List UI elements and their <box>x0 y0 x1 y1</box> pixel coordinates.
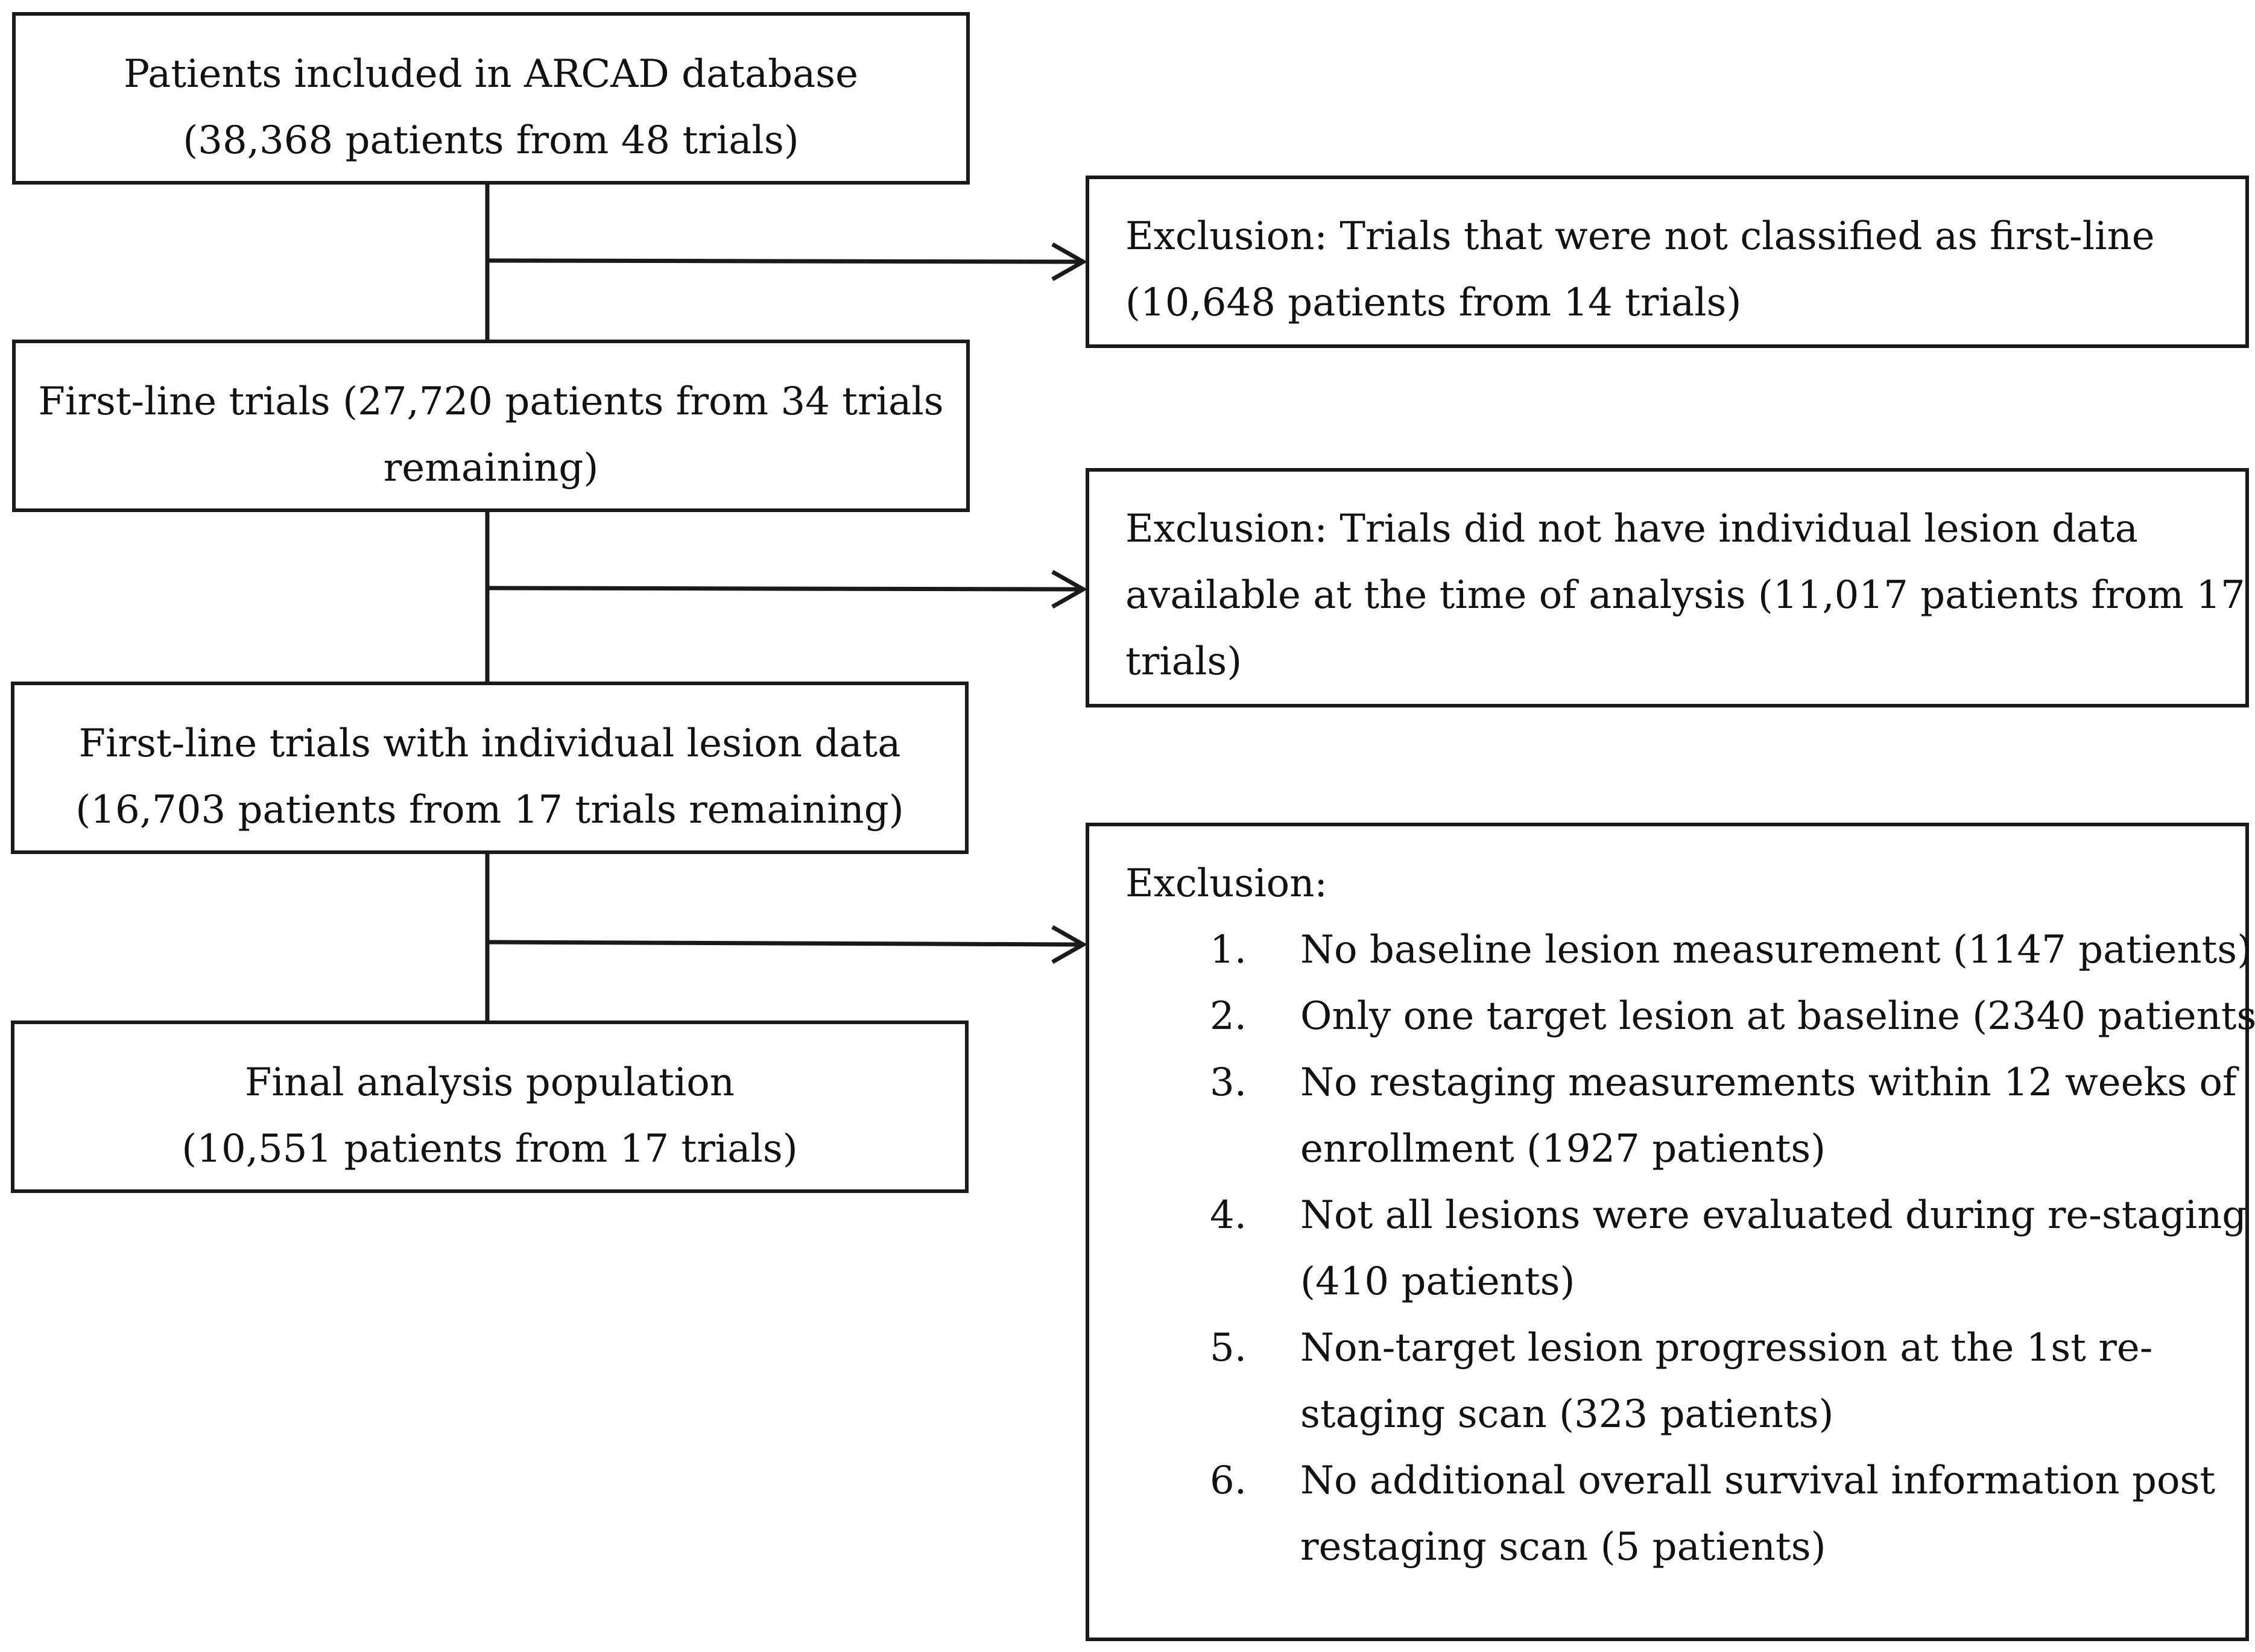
exclusion-criteria-text: enrollment (1927 patients) <box>1300 1127 1826 1171</box>
exclusion-criteria-item: 1. No baseline lesion measurement (1147 … <box>1125 917 2253 983</box>
exclusion-box-not-first-line: Exclusion: Trials that were not classifi… <box>1086 176 2249 348</box>
exclusion-criteria-item: 3. No restaging measurements within 12 w… <box>1125 1049 2245 1182</box>
exclusion-criteria-text: Not all lesions were evaluated during re… <box>1300 1193 2247 1238</box>
exclusion-criteria-number: 2. <box>1210 994 1247 1039</box>
exclusion-criteria-text: (410 patients) <box>1300 1259 1575 1304</box>
exclusion-criteria-item: 2. Only one target lesion at baseline (2… <box>1125 983 2255 1049</box>
flow-box-included: Patients included in ARCAD database (38,… <box>12 12 970 185</box>
exclusion-criteria-text: restaging scan (5 patients) <box>1300 1525 1826 1569</box>
flow-box-first-line-line-1: First-line trials (27,720 patients from … <box>38 379 944 424</box>
exclusion-box-not-first-line-line-2: (10,648 patients from 14 trials) <box>1125 280 1742 325</box>
exclusion-box-no-lesion-data-line-3: trials) <box>1125 639 1242 684</box>
arrow-shaft-1 <box>487 258 1080 264</box>
flow-box-lesion-data-line-1: First-line trials with individual lesion… <box>78 721 901 766</box>
flow-box-lesion-data: First-line trials with individual lesion… <box>11 682 969 854</box>
exclusion-criteria-text: Non-target lesion progression at the 1st… <box>1300 1326 2153 1370</box>
exclusion-criteria-number: 5. <box>1210 1326 1247 1370</box>
exclusion-criteria-text: Only one target lesion at baseline (2340… <box>1300 994 2255 1039</box>
arrow-head-3 <box>1051 925 1088 964</box>
arrow-head-2 <box>1051 569 1088 609</box>
exclusion-criteria-heading: Exclusion: <box>1125 861 1327 906</box>
flow-box-included-line-1: Patients included in ARCAD database <box>123 52 859 97</box>
flow-box-lesion-data-line-2: (16,703 patients from 17 trials remainin… <box>75 788 904 832</box>
exclusion-box-no-lesion-data-line-1: Exclusion: Trials did not have individua… <box>1125 507 2138 551</box>
exclusion-box-no-lesion-data-line-2: available at the time of analysis (11,01… <box>1125 573 2245 618</box>
arrow-shaft-3 <box>487 940 1080 947</box>
flow-box-first-line-line-2: remaining) <box>383 446 599 490</box>
exclusion-criteria-item: 6. No additional overall survival inform… <box>1125 1448 2245 1580</box>
flow-box-first-line: First-line trials (27,720 patients from … <box>12 340 970 512</box>
exclusion-criteria-number: 6. <box>1210 1458 1247 1503</box>
flow-box-final-population: Final analysis population (10,551 patien… <box>11 1021 969 1193</box>
exclusion-criteria-item: 5. Non-target lesion progression at the … <box>1125 1315 2245 1448</box>
exclusion-criteria-text: No additional overall survival informati… <box>1300 1458 2216 1503</box>
flow-box-included-line-2: (38,368 patients from 48 trials) <box>183 118 799 163</box>
exclusion-box-no-lesion-data: Exclusion: Trials did not have individua… <box>1086 468 2249 707</box>
exclusion-criteria-number: 4. <box>1210 1193 1247 1238</box>
exclusion-criteria-list: 1. No baseline lesion measurement (1147 … <box>1125 917 2255 1580</box>
flow-box-final-population-line-2: (10,551 patients from 17 trials) <box>182 1127 798 1171</box>
exclusion-criteria-number: 3. <box>1210 1060 1247 1105</box>
exclusion-criteria-text: staging scan (323 patients) <box>1300 1392 1834 1437</box>
arrow-shaft-2 <box>487 586 1080 592</box>
exclusion-criteria-text: No baseline lesion measurement (1147 pat… <box>1300 928 2253 972</box>
exclusion-criteria-item: 4. Not all lesions were evaluated during… <box>1125 1182 2247 1315</box>
exclusion-box-not-first-line-line-1: Exclusion: Trials that were not classifi… <box>1125 214 2155 259</box>
arrow-head-1 <box>1051 242 1088 282</box>
exclusion-criteria-number: 1. <box>1210 928 1247 972</box>
exclusion-box-criteria: Exclusion: 1. No baseline lesion measure… <box>1086 823 2255 1641</box>
flow-box-final-population-line-1: Final analysis population <box>245 1060 735 1105</box>
exclusion-criteria-text: No restaging measurements within 12 week… <box>1300 1060 2237 1105</box>
